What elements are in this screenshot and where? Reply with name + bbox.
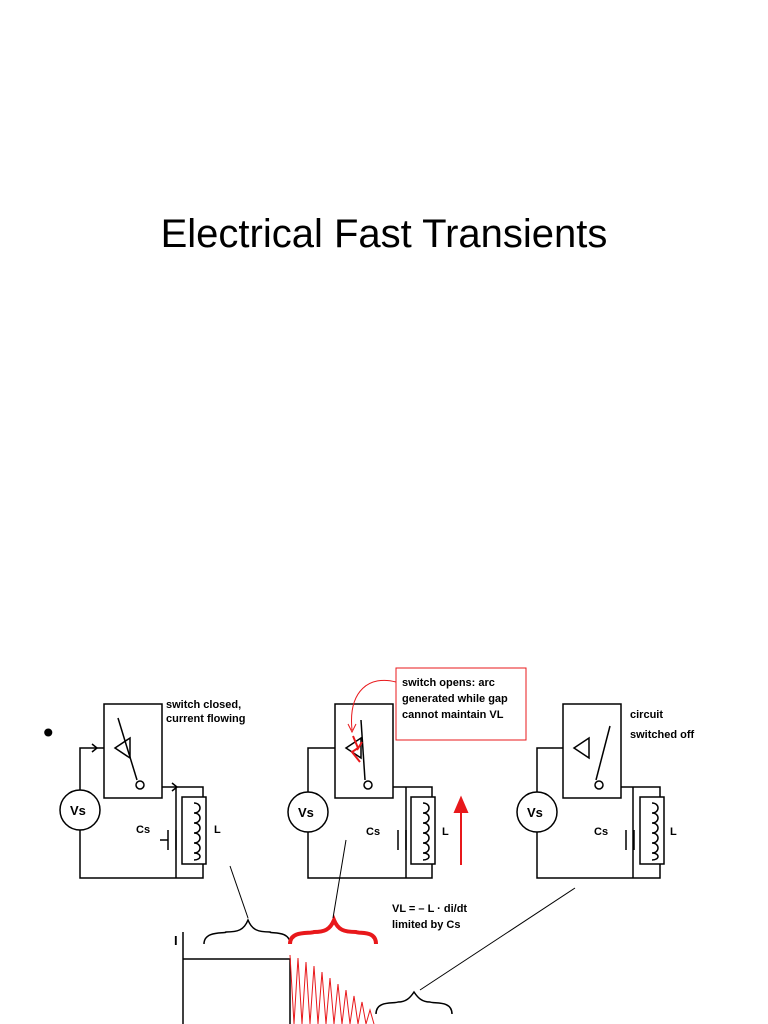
source-label-3: Vs	[527, 805, 543, 820]
circuit-3-wires	[536, 747, 661, 879]
equation-line2: limited by Cs	[392, 919, 460, 931]
note-1-line2: current flowing	[166, 713, 245, 725]
current-trace	[183, 958, 291, 1024]
switch-box-3	[562, 703, 622, 799]
inductor-coil-1	[193, 802, 201, 861]
circuit-2-wires	[307, 747, 433, 879]
bullet-point: •	[40, 717, 57, 750]
inductor-coil-3	[651, 802, 659, 861]
oscillation-burst	[289, 954, 375, 1024]
circuit-1-wires	[79, 747, 204, 879]
callout-pointer	[351, 679, 397, 731]
slide-title: Electrical Fast Transients	[160, 212, 608, 256]
equation-line1: VL = – L · di/dt	[392, 903, 467, 915]
note-3-line1: circuit	[630, 709, 663, 721]
cap-label-2: Cs	[366, 826, 380, 838]
arc-spark	[350, 735, 363, 763]
waveform: I	[174, 839, 576, 1024]
cap-label-3: Cs	[594, 826, 608, 838]
brace-steady	[203, 917, 291, 945]
callout-line2: generated while gap	[402, 693, 508, 705]
switch-contact-1	[113, 736, 131, 760]
callout-line3: cannot maintain VL	[402, 709, 504, 721]
cap-label-1: Cs	[136, 824, 150, 836]
voltage-rise-arrow	[453, 795, 469, 865]
ind-label-3: L	[670, 826, 677, 838]
callout-line1: switch opens: arc	[402, 677, 495, 689]
switch-box-2	[334, 703, 394, 799]
ind-label-1: L	[214, 824, 221, 836]
circuit-3	[516, 703, 665, 879]
inductor-box-2	[410, 796, 436, 865]
pointer-3	[419, 887, 576, 991]
pointer-2	[332, 839, 347, 919]
source-label-2: Vs	[298, 805, 314, 820]
note-3-line2: switched off	[630, 729, 695, 741]
axis-label-current: I	[174, 933, 178, 948]
callout-box	[395, 667, 527, 741]
pointer-1	[229, 865, 249, 919]
source-label-1: Vs	[70, 803, 86, 818]
inductor-box-3	[639, 796, 665, 865]
circuit-1	[59, 703, 207, 879]
circuit-2	[287, 703, 436, 879]
ind-label-2: L	[442, 826, 449, 838]
brace-arc	[288, 914, 378, 945]
inductor-coil-2	[422, 802, 430, 861]
inductor-box-1	[181, 796, 207, 865]
brace-off	[375, 990, 453, 1015]
note-1-line1: switch closed,	[166, 699, 241, 711]
switch-box-1	[103, 703, 163, 799]
